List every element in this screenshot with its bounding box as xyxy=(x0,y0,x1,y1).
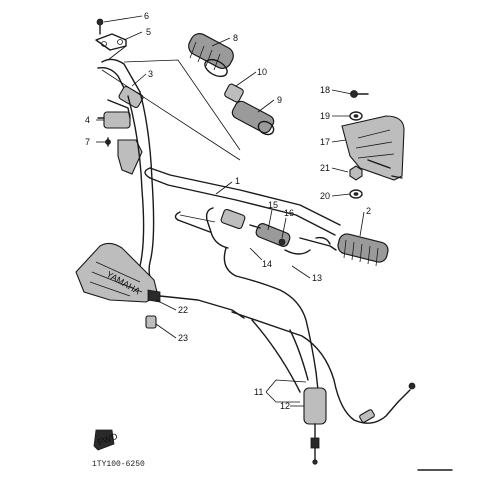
callout-11: 11 xyxy=(254,387,263,397)
clutch-lever-assembly xyxy=(95,18,144,175)
callout-7: 7 xyxy=(85,137,90,147)
callout-8: 8 xyxy=(233,33,238,43)
callout-5: 5 xyxy=(146,27,151,37)
callout-22: 22 xyxy=(178,305,188,315)
cable-end xyxy=(359,382,416,423)
guard-collar xyxy=(145,315,157,329)
left-hand-guard: YAMAHA xyxy=(75,242,159,303)
callout-16: 16 xyxy=(284,208,294,218)
callout-3: 3 xyxy=(148,69,153,79)
guard-clamp xyxy=(147,289,161,303)
drawing-code: 1TY100-6250 xyxy=(92,460,145,469)
callout-23: 23 xyxy=(178,333,188,343)
callout-1: 1 xyxy=(235,176,240,186)
callout-19: 19 xyxy=(320,111,330,121)
callout-15: 15 xyxy=(268,200,278,210)
throttle-housing xyxy=(205,207,337,255)
callout-6: 6 xyxy=(144,11,149,21)
callout-21: 21 xyxy=(320,163,330,173)
callout-4: 4 xyxy=(85,115,90,125)
callout-14: 14 xyxy=(262,259,272,269)
callout-12: 12 xyxy=(280,401,290,411)
fwd-arrow-icon: FWD xyxy=(93,429,119,451)
callout-leaders xyxy=(96,15,365,407)
throttle-grip-parts xyxy=(188,33,275,136)
guard-nut-upper xyxy=(349,165,363,181)
callout-18: 18 xyxy=(320,85,330,95)
cable-junction-box xyxy=(303,387,327,465)
callout-2: 2 xyxy=(366,206,371,216)
guard-nut-lower xyxy=(349,189,363,199)
right-grip xyxy=(337,233,389,267)
guard-washer xyxy=(349,111,363,121)
callout-17: 17 xyxy=(320,137,330,147)
callout-labels: 1 2 3 4 5 6 7 8 9 10 11 12 13 14 15 16 1… xyxy=(85,11,371,411)
callout-20: 20 xyxy=(320,191,330,201)
grip-frame-lines xyxy=(101,45,241,161)
guard-bolt xyxy=(350,90,369,98)
callout-13: 13 xyxy=(312,273,322,283)
right-hand-guard xyxy=(341,115,405,181)
callout-9: 9 xyxy=(277,95,282,105)
callout-10: 10 xyxy=(257,67,267,77)
handlebar xyxy=(144,167,341,236)
